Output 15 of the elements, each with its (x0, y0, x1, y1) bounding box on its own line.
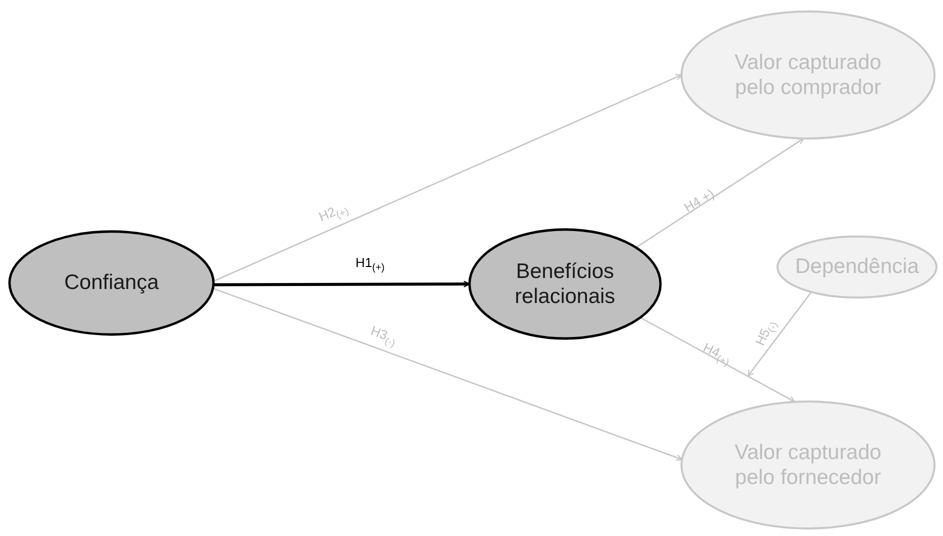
ellipse-node (776, 235, 938, 299)
arrow (636, 138, 804, 248)
ellipse-node (8, 230, 215, 336)
ellipse-node (468, 228, 662, 340)
node-label: Benefícios relacionais (514, 258, 616, 310)
edge-label: H1$_{(+)}$ (356, 254, 385, 274)
arrow (213, 74, 682, 282)
edge-label: H4 +) (681, 185, 717, 215)
arrow (747, 292, 812, 377)
ellipse-node (680, 10, 936, 140)
ellipse-node (680, 400, 936, 530)
arrow (213, 280, 470, 288)
arrow (640, 316, 796, 402)
node-label: Confiança (64, 270, 159, 296)
arrow (212, 288, 683, 461)
